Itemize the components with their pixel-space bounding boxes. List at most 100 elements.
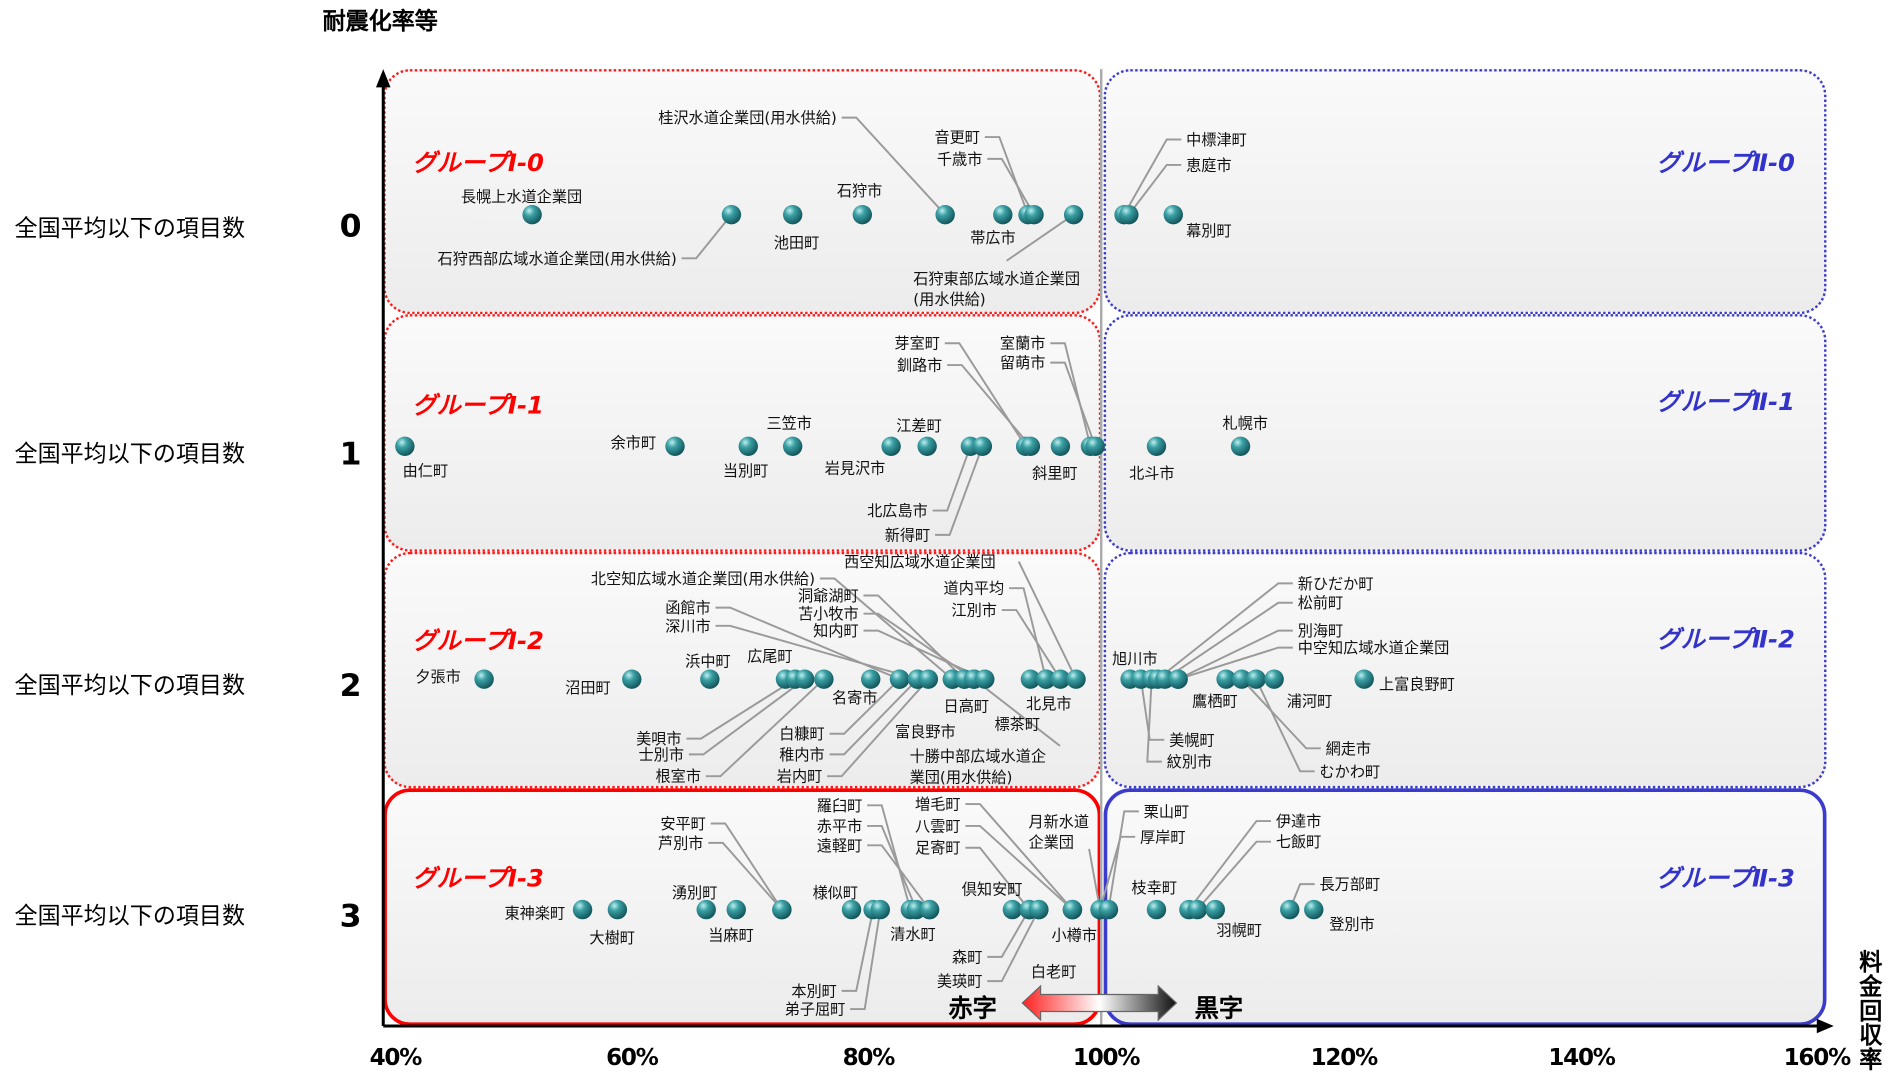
x-axis-arrow-icon xyxy=(1816,1018,1834,1034)
leader-line xyxy=(1123,138,1182,216)
data-label: 当麻町 xyxy=(708,925,754,945)
x-tick-label: 100% xyxy=(1072,1044,1141,1071)
data-label: 石狩市 xyxy=(836,181,883,200)
data-label: 函館市 xyxy=(665,598,711,617)
data-label: 深川市 xyxy=(665,616,711,635)
data-label: 芽室町 xyxy=(894,334,940,353)
data-point xyxy=(1098,899,1119,920)
data-label: 帯広市 xyxy=(970,228,1016,247)
data-point xyxy=(474,669,494,689)
data-label: 浜中町 xyxy=(685,651,731,671)
data-label: 知内町 xyxy=(813,621,859,640)
data-point xyxy=(1246,669,1266,689)
data-label: 登別市 xyxy=(1329,915,1375,934)
data-label: 西空知広域水道企業団 xyxy=(844,552,996,571)
leader-line xyxy=(1050,361,1097,447)
leader-line xyxy=(867,844,931,911)
data-label: 旭川市 xyxy=(1112,649,1158,668)
leader-line xyxy=(947,364,1032,447)
data-point xyxy=(1205,899,1226,920)
data-label: 弟子屈町 xyxy=(784,999,846,1019)
data-label: 芦別市 xyxy=(657,833,704,852)
leader-line xyxy=(987,909,1040,983)
row-level: 3 xyxy=(339,898,362,936)
data-point xyxy=(782,436,803,457)
data-point xyxy=(1050,669,1071,689)
leader-line xyxy=(965,846,1030,911)
leader-line xyxy=(1128,163,1182,216)
data-point xyxy=(665,436,685,457)
deficit-label: 赤字 xyxy=(948,993,997,1023)
data-label: 名寄市 xyxy=(831,688,878,707)
data-point xyxy=(726,899,746,920)
data-label: 石狩西部広域水道企業団(用水供給) xyxy=(437,249,677,268)
data-label: 千歳市 xyxy=(936,149,983,168)
x-axis-title: 料金回収率 xyxy=(1859,949,1883,1074)
data-label: 小樽市 xyxy=(1051,925,1097,945)
data-label: 栗山町 xyxy=(1143,802,1190,821)
leader-line xyxy=(867,824,918,910)
data-label: 長万部町 xyxy=(1319,875,1381,894)
y-axis-title: 耐震化率等 xyxy=(322,8,438,36)
leader-line xyxy=(935,445,984,536)
data-label: 八雲町 xyxy=(915,816,961,836)
data-point xyxy=(1168,669,1188,689)
leader-line xyxy=(965,803,1074,911)
data-point xyxy=(1020,436,1041,457)
data-label: 桂沢水道企業団(用水供給) xyxy=(658,108,837,127)
data-label: 伊達市 xyxy=(1275,811,1322,831)
data-point xyxy=(522,204,542,225)
leader-line xyxy=(944,342,1027,447)
row-level: 0 xyxy=(339,208,362,245)
leader-line xyxy=(1050,342,1092,447)
data-label: 別海町 xyxy=(1297,621,1344,640)
data-label: 江差町 xyxy=(896,416,942,435)
data-label: 白老町 xyxy=(1030,962,1077,981)
data-label: 釧路市 xyxy=(896,355,943,375)
data-label: 北斗市 xyxy=(1129,463,1175,483)
data-point xyxy=(1085,436,1105,457)
data-label: 室蘭市 xyxy=(999,334,1046,353)
leader-line xyxy=(708,841,783,911)
data-label: 美幌町 xyxy=(1169,730,1215,749)
data-label: 森町 xyxy=(952,947,983,966)
data-point xyxy=(993,204,1013,225)
data-label: 新ひだか町 xyxy=(1297,574,1374,593)
data-label: 稚内市 xyxy=(779,745,825,764)
data-label: 当別町 xyxy=(722,461,769,480)
data-label: むかわ町 xyxy=(1319,762,1381,781)
data-label: 根室市 xyxy=(655,767,701,786)
row-label: 全国平均以下の項目数 xyxy=(14,215,246,242)
data-point xyxy=(1216,669,1236,689)
data-label: 清水町 xyxy=(890,924,936,943)
data-point xyxy=(861,669,881,689)
leader-line xyxy=(1088,848,1102,910)
group-label: グループⅠ-0 xyxy=(412,147,544,178)
data-point xyxy=(721,204,742,225)
leader-line xyxy=(1157,582,1293,680)
data-point xyxy=(782,204,803,225)
data-label: 富良野市 xyxy=(895,722,956,741)
data-label: 枝幸町 xyxy=(1131,878,1178,897)
data-point xyxy=(1036,669,1056,689)
row-level: 2 xyxy=(339,668,362,705)
data-point xyxy=(1020,669,1041,689)
data-point xyxy=(772,899,792,920)
data-label: 上富良野町 xyxy=(1378,674,1455,694)
x-tick-label: 40% xyxy=(369,1044,423,1071)
leader-line xyxy=(841,116,946,216)
data-point xyxy=(572,899,593,920)
data-label: 遠軽町 xyxy=(816,836,863,855)
data-label: 浦河町 xyxy=(1286,691,1333,711)
leader-line xyxy=(1107,810,1139,910)
data-label: 斜里町 xyxy=(1032,463,1078,483)
leader-line xyxy=(987,157,1035,216)
data-label: 岩内町 xyxy=(776,767,823,786)
data-label: 本別町 xyxy=(791,981,837,1000)
x-tick-label: 60% xyxy=(606,1044,659,1071)
data-point xyxy=(919,899,940,920)
leader-line xyxy=(705,678,825,778)
data-point xyxy=(1187,899,1208,920)
data-label: 様似町 xyxy=(812,883,859,902)
